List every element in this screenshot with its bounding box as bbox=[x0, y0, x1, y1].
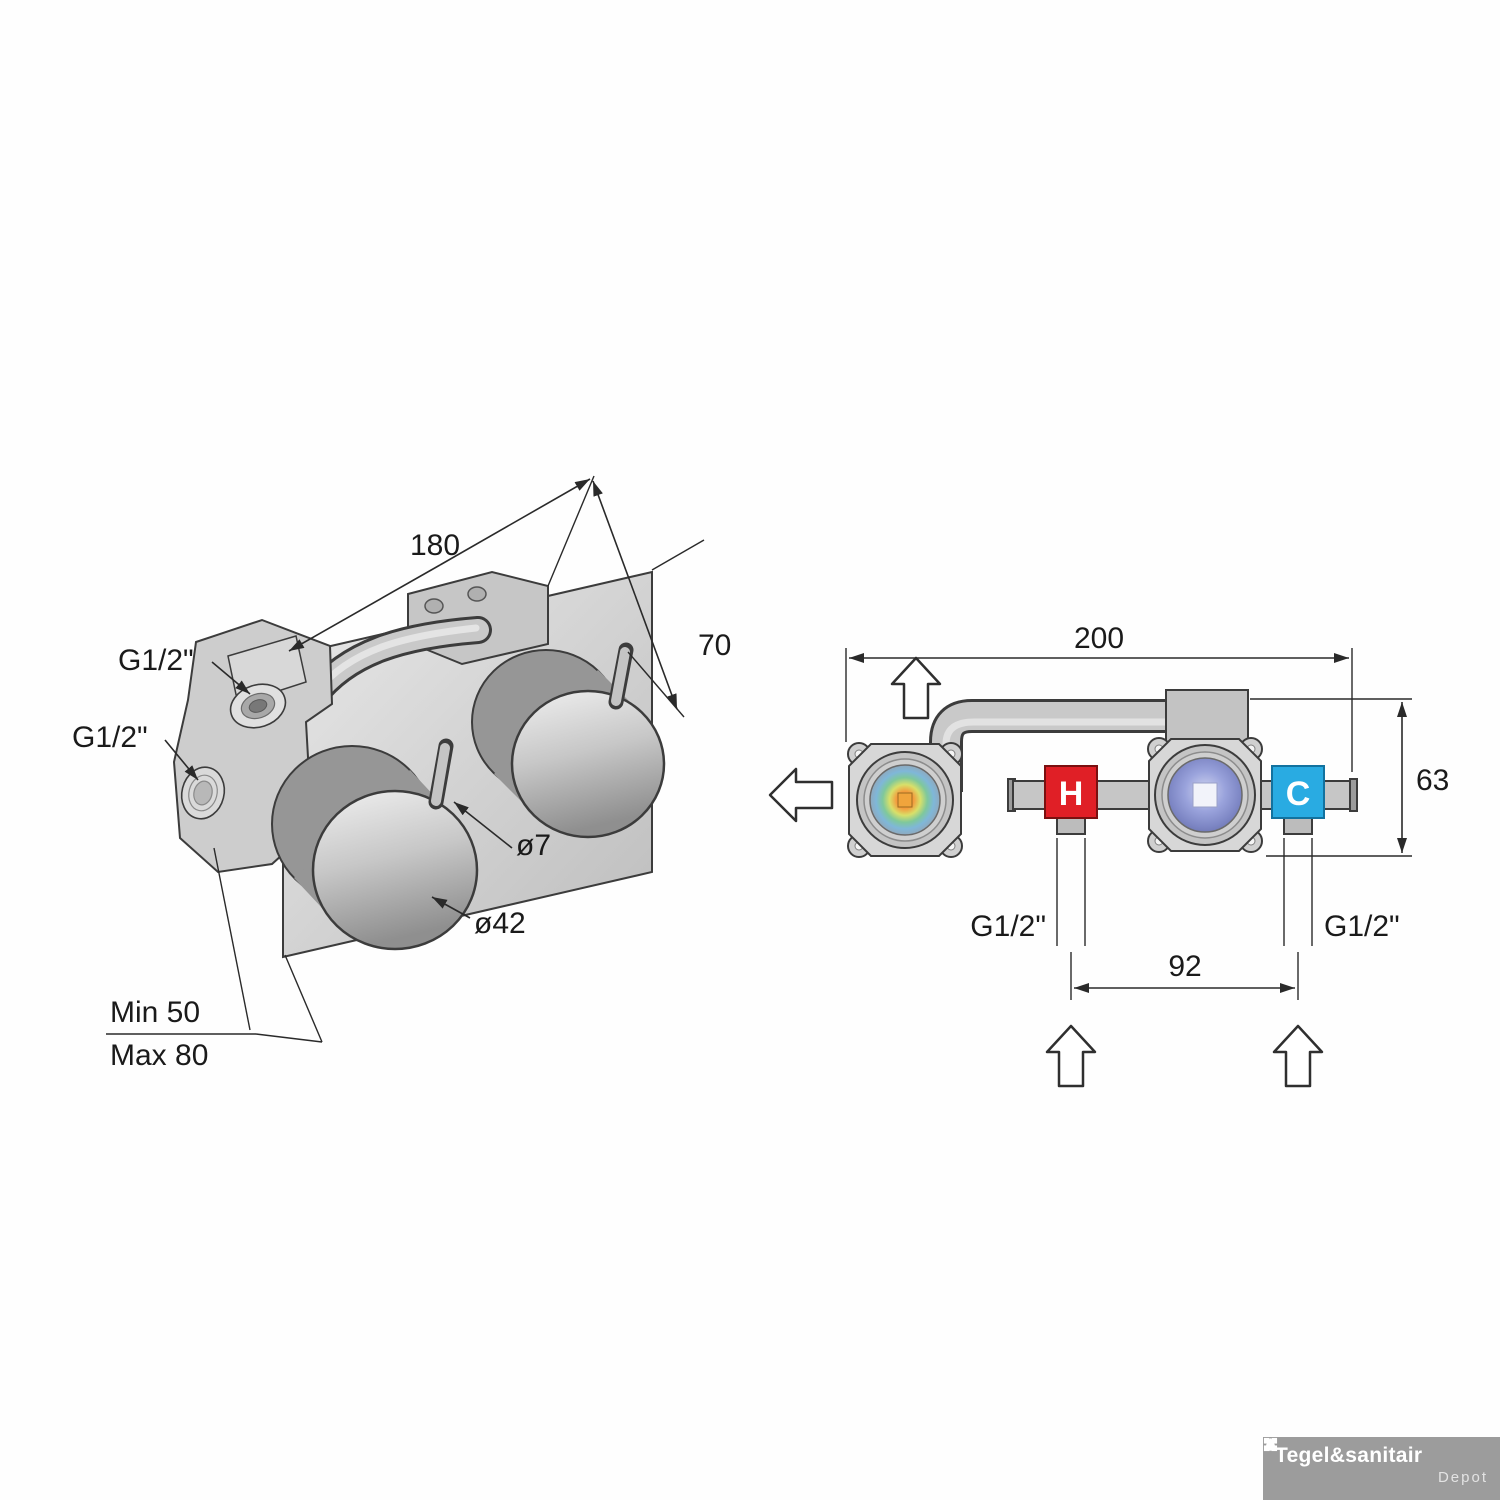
front-view-dimensions bbox=[845, 648, 1412, 1000]
knob-upper-pin bbox=[608, 642, 634, 710]
front-view: H C bbox=[768, 622, 1449, 1088]
hot-inlet-box: H bbox=[1044, 765, 1098, 819]
flow-arrow-up-cold-icon bbox=[1272, 1024, 1324, 1088]
port-bottom-label: G1/2" bbox=[72, 721, 148, 754]
flow-arrow-up-hot-icon bbox=[1045, 1024, 1097, 1088]
flow-arrow-left-outlet-icon bbox=[768, 767, 834, 823]
screw-icon bbox=[467, 586, 487, 602]
mixer-valve bbox=[1147, 737, 1263, 853]
dim-92-label: 92 bbox=[1168, 950, 1201, 983]
knob-upper bbox=[471, 649, 666, 839]
flow-arrow-up-outlet-icon bbox=[890, 656, 942, 720]
pin-diameter-label: ø7 bbox=[516, 829, 551, 862]
left-view-dimensions bbox=[106, 475, 705, 1043]
dim-63-label: 63 bbox=[1416, 764, 1449, 797]
diverter-valve bbox=[847, 742, 963, 858]
dim-200-label: 200 bbox=[1074, 622, 1124, 655]
thread-left-label: G1/2" bbox=[970, 910, 1046, 943]
port-top-label: G1/2" bbox=[118, 644, 194, 677]
watermark-brand: Tegel&sanitair bbox=[1275, 1444, 1423, 1467]
dim-180-label: 180 bbox=[410, 529, 460, 562]
knob-lower-pin bbox=[428, 738, 454, 810]
watermark: Tegel&sanitair Depot bbox=[1263, 1437, 1500, 1500]
droplet-icon bbox=[1266, 1437, 1290, 1485]
cold-letter: C bbox=[1286, 775, 1311, 813]
cold-inlet-box: C bbox=[1271, 765, 1325, 819]
knob-lower bbox=[271, 745, 479, 951]
tiles-icon bbox=[1263, 1437, 1311, 1485]
hot-letter: H bbox=[1059, 775, 1084, 813]
dim-70-label: 70 bbox=[698, 629, 731, 662]
isometric-view: 180 70 G1/2" G1/2" ø7 ø42 Min 50 Max 80 bbox=[72, 475, 731, 1072]
thread-right-label: G1/2" bbox=[1324, 910, 1400, 943]
knob-diameter-label: ø42 bbox=[474, 907, 526, 940]
inlet-port-top bbox=[229, 683, 287, 729]
depth-max-label: Max 80 bbox=[110, 1039, 208, 1072]
screw-icon bbox=[424, 598, 444, 614]
flow-arrows bbox=[768, 656, 1324, 1088]
hot-connector bbox=[1007, 778, 1156, 835]
depth-min-label: Min 50 bbox=[110, 996, 200, 1029]
watermark-sub: Depot bbox=[1437, 1469, 1488, 1486]
inlet-port-side bbox=[180, 766, 226, 820]
